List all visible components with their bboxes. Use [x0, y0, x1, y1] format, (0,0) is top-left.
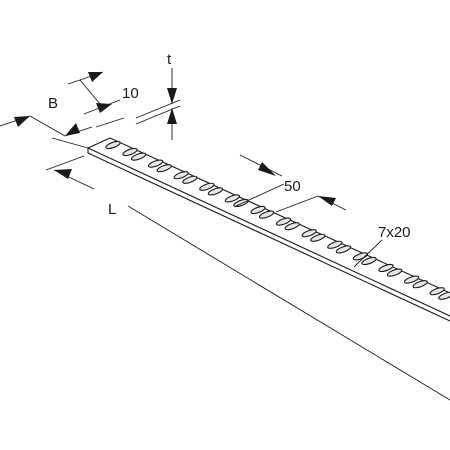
slot-hole — [284, 222, 300, 231]
slot-hole — [327, 240, 343, 249]
thickness-dimension: t — [135, 51, 181, 140]
slot-hole — [258, 210, 275, 219]
slot-hole — [378, 263, 394, 273]
slot-pattern — [105, 140, 450, 300]
strip-top-face — [88, 138, 450, 316]
slot-hole — [429, 287, 445, 296]
slot-hole — [438, 291, 450, 300]
slot-hole — [412, 280, 428, 289]
slot-hole — [130, 152, 147, 161]
length-dimension: L — [45, 155, 450, 401]
length-label: L — [108, 201, 116, 218]
slot-hole — [173, 171, 189, 180]
slot-hole — [301, 229, 317, 238]
slot-hole — [182, 175, 198, 184]
strip-front-bottom-edge — [87, 152, 450, 322]
slot-hole — [156, 164, 172, 173]
thickness-label: t — [167, 51, 172, 68]
slot-hole — [147, 159, 164, 168]
slot-hole — [275, 217, 292, 226]
slot-hole — [361, 256, 377, 266]
pitch-dimension: 50 — [235, 154, 347, 213]
slot-size-label: 7x20 — [378, 224, 411, 241]
slot-hole — [199, 182, 215, 191]
strip-front-top-edge — [87, 147, 450, 317]
slot-hole — [105, 140, 121, 150]
slot-hole — [250, 205, 266, 215]
hole-offset-label: 10 — [122, 85, 139, 102]
slot-hole — [386, 268, 403, 277]
width-label: B — [48, 95, 58, 112]
width-dimension: B — [0, 95, 93, 149]
slot-hole — [310, 233, 326, 242]
slot-size-callout: 7x20 — [353, 224, 411, 268]
slot-hole — [403, 275, 420, 284]
strip-end-edge — [87, 137, 111, 149]
slot-hole — [224, 194, 241, 203]
pitch-label: 50 — [284, 178, 301, 195]
slot-hole — [335, 245, 352, 254]
slot-hole — [122, 147, 138, 157]
hole-offset-dimension: 10 — [67, 71, 139, 128]
slot-hole — [207, 187, 224, 196]
